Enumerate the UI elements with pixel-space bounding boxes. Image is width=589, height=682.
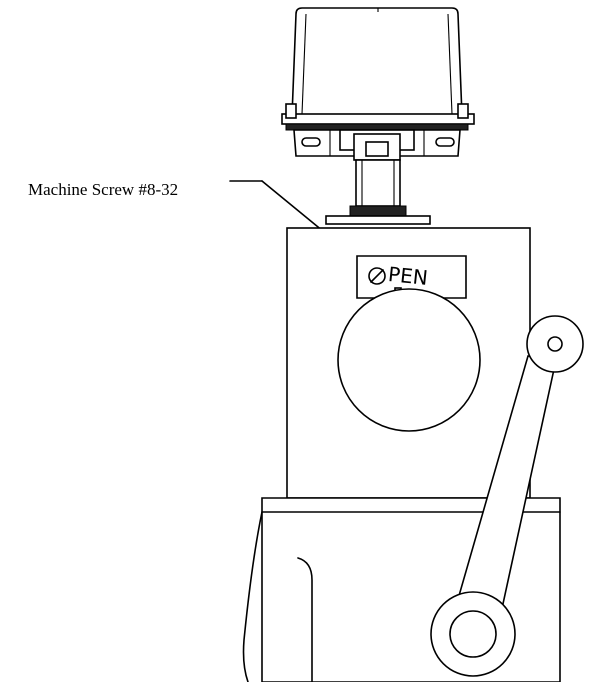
indicator-disc (337, 288, 481, 432)
actuator-stem (325, 159, 431, 225)
callout-machine-screw: Machine Screw #8-32 (28, 180, 179, 199)
lever-arm (430, 315, 584, 677)
actuator-flange (281, 103, 475, 161)
indicator-label: PEN (387, 262, 429, 290)
actuator-cover (291, 7, 463, 117)
